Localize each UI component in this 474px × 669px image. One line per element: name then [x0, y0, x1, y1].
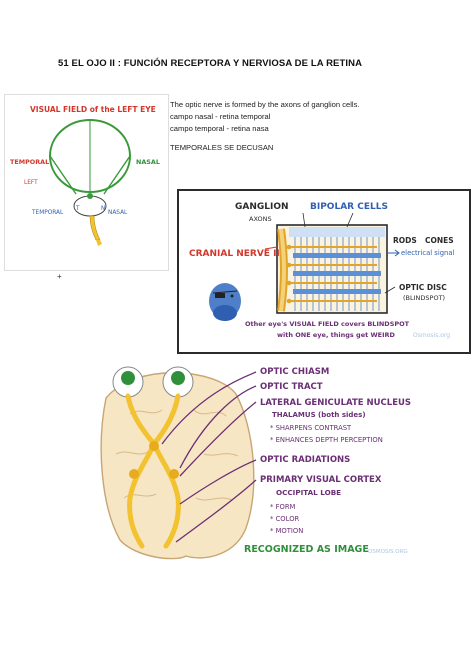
visual-field-diagram: VISUAL FIELD of the LEFT EYE TEMPORAL NA… [4, 94, 169, 271]
footer-line-1: Other eye's VISUAL FIELD covers BLINDSPO… [245, 320, 410, 328]
temporal-label-bottom: TEMPORAL [31, 210, 64, 216]
note-line: The optic nerve is formed by the axons o… [170, 100, 360, 109]
plus-sign: + [57, 272, 62, 281]
electrical-signal-label: electrical signal [401, 249, 455, 257]
note-line: campo nasal - retina temporal [170, 112, 271, 121]
nasal-label-top: NASAL [136, 158, 160, 166]
axons-label: AXONS [249, 215, 272, 223]
recognized-as-image-label: RECOGNIZED AS IMAGE [244, 544, 369, 555]
visual-pathway-diagram: OPTIC CHIASM OPTIC TRACT LATERAL GENICUL… [100, 366, 411, 560]
thalamus-label: THALAMUS (both sides) [272, 411, 366, 419]
ganglion-label: GANGLION [235, 202, 289, 212]
note-line: TEMPORALES SE DECUSAN [170, 143, 274, 152]
notes-block: The optic nerve is formed by the axons o… [170, 99, 360, 154]
letter-n: N [101, 206, 105, 212]
signal-arrow-icon [387, 249, 400, 257]
cortex-bullet-3: * MOTION [270, 527, 303, 535]
letter-t: T [75, 206, 80, 212]
character-illustration [209, 283, 241, 321]
primary-visual-cortex-label: PRIMARY VISUAL CORTEX [260, 475, 382, 485]
optic-disc-label: OPTIC DISC [399, 283, 447, 292]
bipolar-label: BIPOLAR CELLS [310, 202, 388, 212]
retina-layers [276, 224, 388, 314]
left-label: LEFT [24, 180, 38, 186]
cones-label: CONES [425, 236, 454, 245]
visual-field-title: VISUAL FIELD of the LEFT EYE [30, 105, 156, 114]
lgn-bullet-2: * ENHANCES DEPTH PERCEPTION [270, 436, 383, 444]
footer-line-2: with ONE eye, things get WEIRD [277, 331, 396, 339]
optic-radiations-label: OPTIC RADIATIONS [260, 455, 350, 465]
cranial-nerve-label: CRANIAL NERVE II [189, 249, 280, 259]
occipital-lobe-label: OCCIPITAL LOBE [276, 488, 341, 497]
cortex-bullet-2: * COLOR [270, 515, 300, 523]
page-title: 51 EL OJO II : FUNCIÓN RECEPTORA Y NERVI… [58, 58, 363, 69]
nasal-label-bottom: NASAL [108, 210, 128, 216]
optic-chiasm-label: OPTIC CHIASM [260, 367, 329, 377]
optic-tract-label: OPTIC TRACT [260, 382, 323, 392]
rods-label: RODS [393, 236, 417, 245]
temporal-label-top: TEMPORAL [10, 158, 49, 166]
cortex-bullet-1: * FORM [270, 503, 296, 511]
retina-diagram: GANGLION AXONS BIPOLAR CELLS CRANIAL NER… [177, 189, 471, 354]
lgn-bullet-1: * SHARPENS CONTRAST [270, 424, 352, 432]
lgn-label: LATERAL GENICULATE NUCLEUS [260, 398, 411, 408]
retina-watermark: Osmosis.org [413, 332, 450, 339]
brain-watermark: OSMOSIS.ORG [368, 549, 408, 555]
blindspot-label: (BLINDSPOT) [403, 294, 445, 302]
note-line: campo temporal - retina nasa [170, 124, 269, 133]
